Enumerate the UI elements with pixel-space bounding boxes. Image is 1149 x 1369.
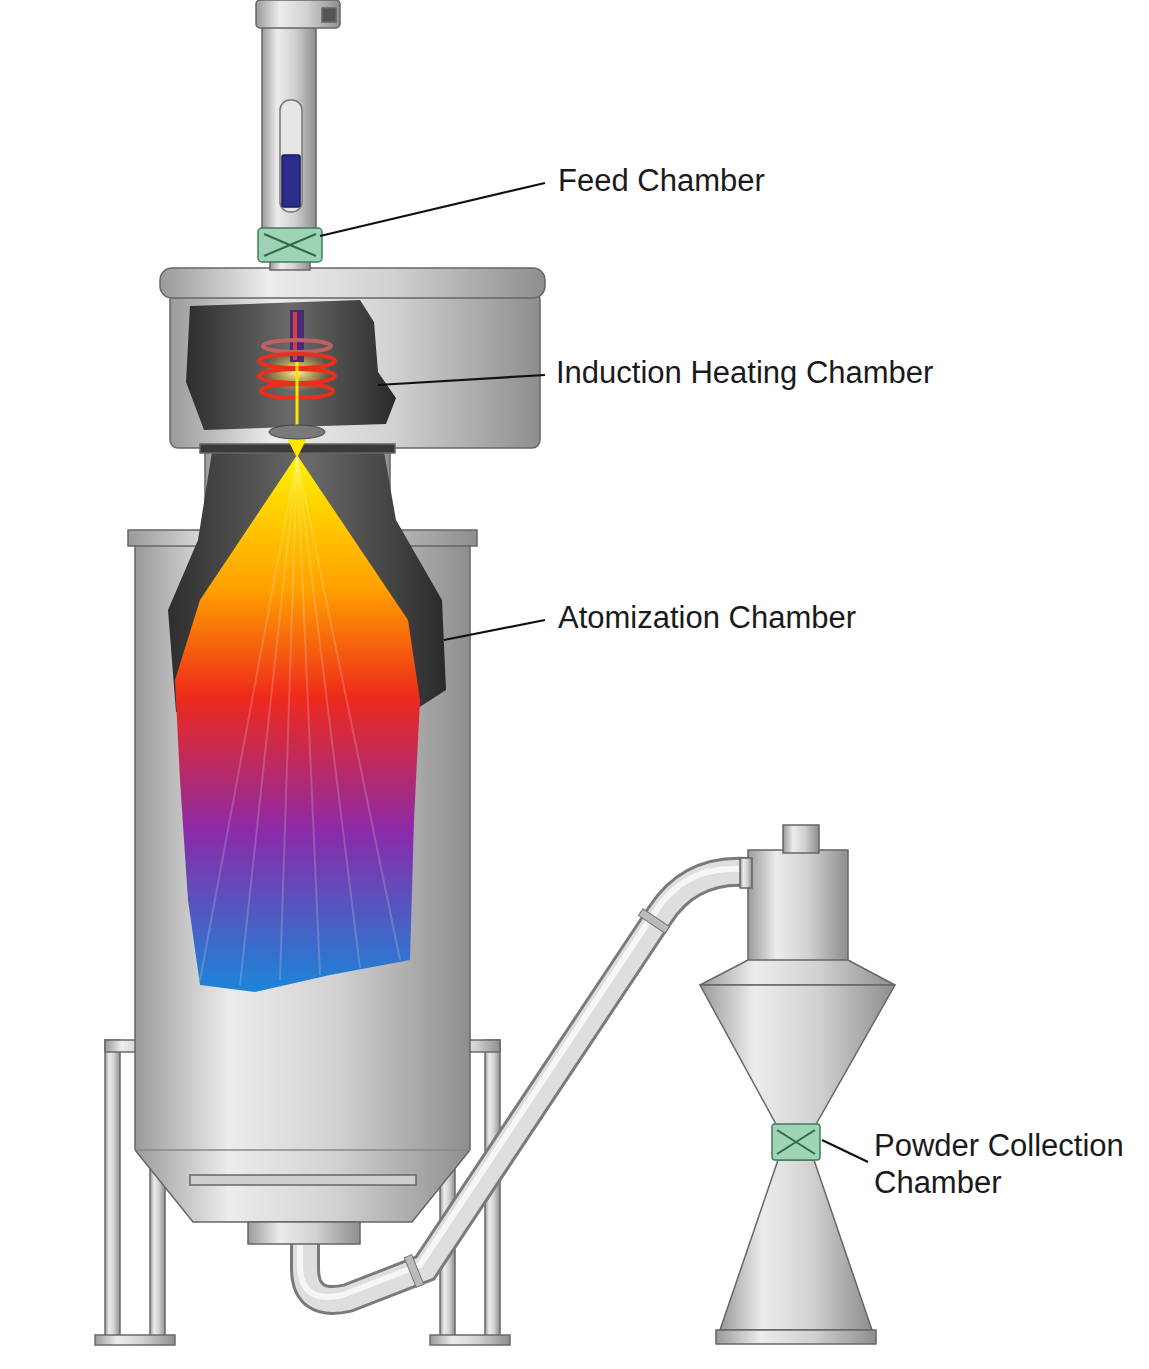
part-label: Atomization Chamber: [558, 600, 1118, 637]
valve-collar: [772, 1124, 820, 1160]
valve-collar: [258, 228, 322, 262]
induction-vessel: [170, 292, 540, 448]
heating-cutaway: [288, 440, 306, 458]
valve-collar: [258, 228, 322, 262]
metal-spray-plume: [280, 458, 297, 980]
transfer-pipe: [404, 1255, 423, 1288]
cyclone-separator: [748, 850, 848, 962]
cyclone-separator: [716, 1330, 876, 1344]
valve-collar: [264, 234, 316, 256]
cyclone-separator: [720, 1160, 872, 1330]
cyclone-separator: [740, 858, 752, 888]
metal-spray-plume: [297, 458, 400, 960]
atomization-vessel: [190, 1175, 416, 1185]
feed-tube: [256, 0, 340, 28]
heating-cutaway: [186, 300, 396, 430]
feed-tube: [282, 155, 300, 207]
part-label: Powder Collection Chamber: [874, 1128, 1136, 1201]
cyclone-separator: [700, 960, 895, 985]
transfer-pipe: [638, 909, 669, 934]
heating-cutaway: [186, 300, 396, 458]
metal-spray-plume: [175, 455, 420, 992]
leader-line: [320, 183, 545, 236]
metal-spray-plume: [200, 458, 400, 985]
feed-tube: [256, 0, 340, 270]
cyclone-separator: [783, 825, 819, 853]
heating-cutaway: [269, 425, 325, 439]
support-frame: [430, 1335, 510, 1345]
induction-vessel: [160, 268, 545, 453]
atomization-vessel: [128, 448, 477, 1244]
feed-tube: [262, 26, 316, 232]
cyclone-separator: [700, 825, 895, 1344]
atomization-vessel: [248, 1222, 360, 1244]
atomization-vessel: [135, 1149, 470, 1151]
part-label: Induction Heating Chamber: [556, 355, 1116, 392]
leader-line: [444, 620, 545, 640]
cyclone-separator: [700, 985, 895, 1126]
leader-line: [822, 1140, 868, 1162]
feed-tube: [280, 100, 302, 212]
heating-cutaway: [263, 340, 331, 352]
valve-collar: [777, 1130, 815, 1154]
metal-spray-plume: [175, 455, 420, 992]
part-label: Feed Chamber: [558, 163, 958, 200]
metal-spray-plume: [297, 458, 360, 968]
leader-line: [378, 375, 545, 385]
metal-spray-plume: [240, 458, 297, 985]
valve-collar: [772, 1124, 820, 1160]
support-frame: [105, 1040, 120, 1340]
feed-tube: [322, 8, 336, 22]
induction-vessel: [160, 268, 545, 298]
leader-line: [320, 183, 868, 1162]
support-frame: [95, 1335, 175, 1345]
metal-spray-plume: [297, 458, 320, 975]
